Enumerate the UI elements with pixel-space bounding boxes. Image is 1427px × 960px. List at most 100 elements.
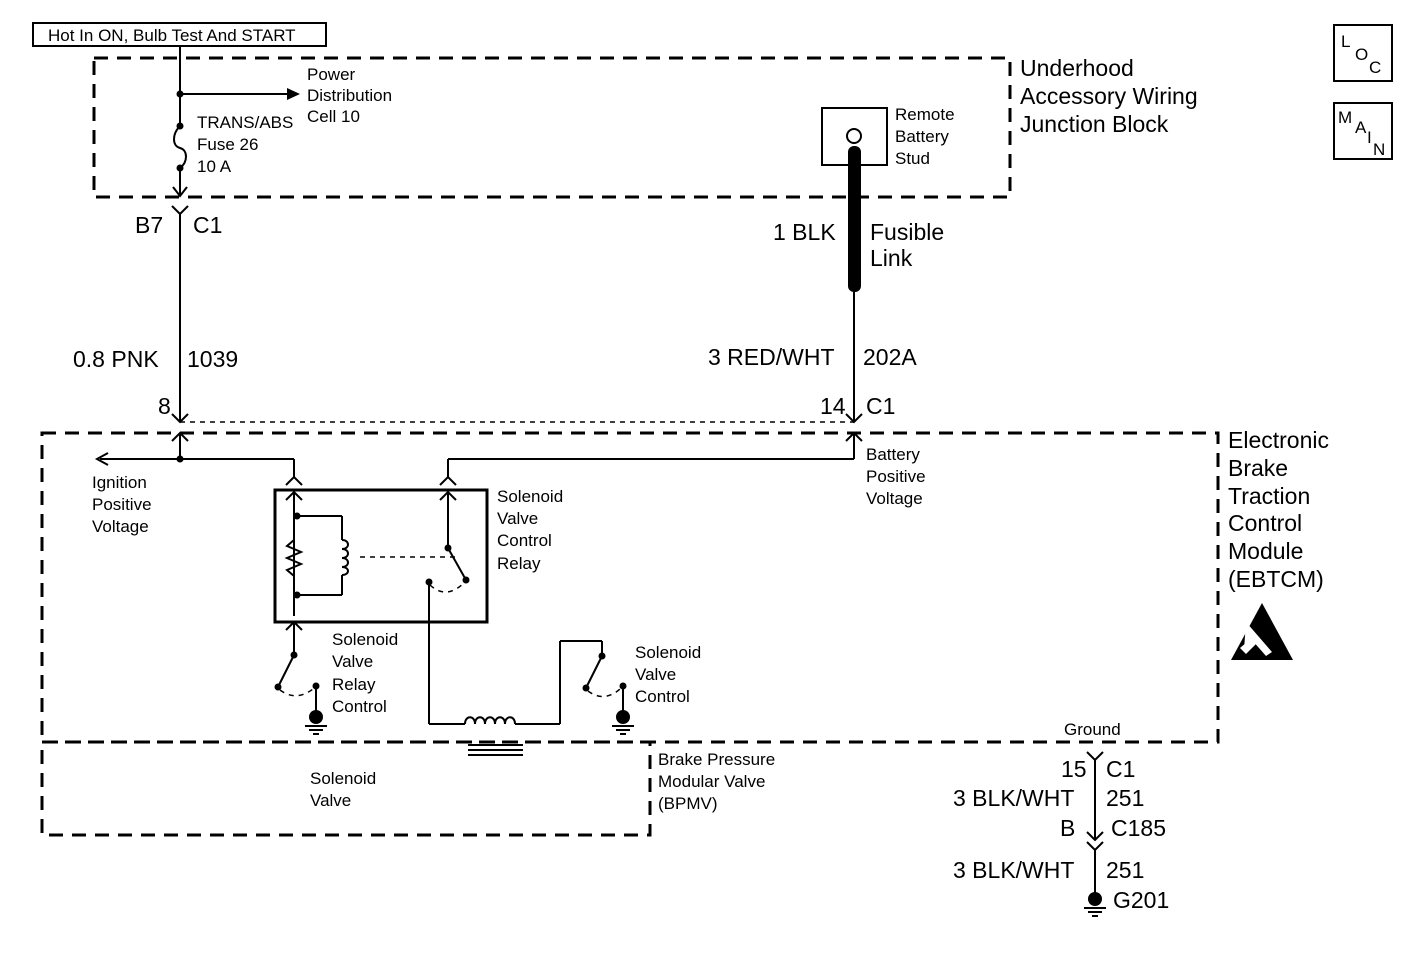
fusible-label-2: Link <box>870 245 913 271</box>
ebtcm-pin-8: 8 <box>158 393 171 419</box>
relay-ctrl-label-1: Solenoid <box>332 630 398 649</box>
power-dist-line-2: Distribution <box>307 86 392 105</box>
connector-pin-b7: B7 <box>135 212 163 238</box>
header-box: Hot In ON, Bulb Test And START <box>32 22 327 47</box>
relay-label-4: Relay <box>497 554 541 573</box>
fusible-label-1: Fusible <box>870 219 944 245</box>
wire-circuit-1039: 1039 <box>187 346 238 372</box>
arrow-right-icon <box>287 88 300 100</box>
switch-icon <box>585 655 603 689</box>
fuse-line-2: Fuse 26 <box>197 135 258 154</box>
ground-circuit-2: 251 <box>1106 857 1144 883</box>
ground-point-g201: G201 <box>1113 887 1169 913</box>
ebtcm-module: Electronic Brake Traction Control Module… <box>40 427 1329 744</box>
stud-line-3: Stud <box>895 149 930 168</box>
switch-icon <box>277 654 295 688</box>
valve-control-switch: Solenoid Valve Control <box>429 640 701 735</box>
ign-voltage-2: Positive <box>92 495 152 514</box>
main-letter-n: N <box>1373 140 1385 159</box>
valve-ctrl-label-1: Solenoid <box>635 643 701 662</box>
relay-control-switch: Solenoid Valve Relay Control <box>274 622 398 735</box>
fusible-size: 1 BLK <box>773 219 836 245</box>
stud-line-1: Remote <box>895 105 955 124</box>
relay-ctrl-label-3: Relay <box>332 675 376 694</box>
ground-wire-color-1: 3 BLK/WHT <box>953 785 1074 811</box>
fuse-icon: TRANS/ABS Fuse 26 10 A <box>172 113 293 198</box>
underhood-junction-block: Underhood Accessory Wiring Junction Bloc… <box>92 55 1198 199</box>
wire-color-red-wht: 3 RED/WHT <box>708 344 835 370</box>
ebtcm-connector-name: C1 <box>866 393 895 419</box>
ground-label: Ground <box>1064 720 1121 739</box>
bpmv-title-3: (BPMV) <box>658 794 718 813</box>
loc-letter-c: C <box>1369 58 1381 77</box>
main-letter-a: A <box>1355 118 1367 137</box>
ebtcm-title-1: Electronic <box>1228 427 1329 453</box>
wire-color-pnk: 0.8 PNK <box>73 346 159 372</box>
connector-name-c1-top: C1 <box>193 212 222 238</box>
valve-ctrl-label-2: Valve <box>635 665 676 684</box>
ground-circuit: Ground 15 C1 3 BLK/WHT 251 B C185 3 BLK/… <box>953 720 1169 917</box>
main-letter-i: I <box>1367 128 1372 147</box>
ebtcm-title-4: Control <box>1228 510 1302 536</box>
bat-voltage-1: Battery <box>866 445 920 464</box>
bat-voltage-3: Voltage <box>866 489 923 508</box>
ground-wire-color-2: 3 BLK/WHT <box>953 857 1074 883</box>
relay-label-2: Valve <box>497 509 538 528</box>
bpmv-title-2: Modular Valve <box>658 772 765 791</box>
main-letter-m: M <box>1338 108 1352 127</box>
ebtcm-title-5: Module <box>1228 538 1303 564</box>
bat-voltage-2: Positive <box>866 467 926 486</box>
solenoid-core <box>468 744 523 756</box>
ebtcm-title-2: Brake <box>1228 455 1288 481</box>
solenoid-coil-icon <box>464 716 516 725</box>
bpmv-solenoid-1: Solenoid <box>310 769 376 788</box>
ebtcm-title-6: (EBTCM) <box>1228 566 1324 592</box>
loc-button[interactable]: L O C <box>1333 24 1393 82</box>
ebtcm-title-3: Traction <box>1228 483 1310 509</box>
ground-symbol-icon <box>612 710 634 735</box>
underhood-title-line-1: Underhood <box>1020 55 1134 81</box>
relay-label-3: Control <box>497 531 552 550</box>
ebtcm-pin-14: 14 <box>820 393 846 419</box>
remote-battery-stud: Remote Battery Stud <box>821 105 955 168</box>
c185-connector: C185 <box>1111 815 1166 841</box>
header-title: Hot In ON, Bulb Test And START <box>48 26 296 45</box>
power-dist-line-3: Cell 10 <box>307 107 360 126</box>
valve-ctrl-label-3: Control <box>635 687 690 706</box>
esd-warning-icon <box>1231 603 1293 660</box>
ground-symbol-icon <box>1084 892 1106 917</box>
loc-letter-o: O <box>1355 45 1368 64</box>
ground-pin-15: 15 <box>1061 756 1087 782</box>
loc-letter-l: L <box>1341 32 1350 51</box>
main-button[interactable]: M A I N <box>1333 102 1393 160</box>
switch-icon <box>447 547 467 581</box>
relay-ctrl-label-4: Control <box>332 697 387 716</box>
wire-circuit-202a: 202A <box>863 344 917 370</box>
ign-voltage-3: Voltage <box>92 517 149 536</box>
stud-line-2: Battery <box>895 127 949 146</box>
ignition-feed-wire: Power Distribution Cell 10 <box>176 46 392 126</box>
fusible-link: 1 BLK Fusible Link <box>773 146 944 292</box>
relay-ctrl-label-2: Valve <box>332 652 373 671</box>
ground-symbol-icon <box>305 710 327 735</box>
ebtcm-connector-c1: 8 14 C1 <box>158 393 895 424</box>
bpmv-title-1: Brake Pressure <box>658 750 775 769</box>
connector-c1-b7: B7 C1 <box>135 205 222 238</box>
fuse-line-1: TRANS/ABS <box>197 113 293 132</box>
bpmv-block: Solenoid Valve Brake Pressure Modular Va… <box>40 740 775 837</box>
c185-pin-b: B <box>1060 815 1075 841</box>
fuse-line-3: 10 A <box>197 157 232 176</box>
power-dist-line-1: Power <box>307 65 356 84</box>
underhood-title-line-2: Accessory Wiring <box>1020 83 1198 109</box>
resistor-icon <box>284 539 304 577</box>
ground-circuit-1: 251 <box>1106 785 1144 811</box>
underhood-title-line-3: Junction Block <box>1020 111 1169 137</box>
bpmv-solenoid-2: Valve <box>310 791 351 810</box>
relay-label-1: Solenoid <box>497 487 563 506</box>
ebtcm-input-bus: Ignition Positive Voltage Battery Positi… <box>92 431 926 536</box>
ground-conn-c1: C1 <box>1106 756 1135 782</box>
coil-icon <box>341 539 349 576</box>
solenoid-valve-control-relay: Solenoid Valve Control Relay <box>273 487 563 724</box>
ign-voltage-1: Ignition <box>92 473 147 492</box>
